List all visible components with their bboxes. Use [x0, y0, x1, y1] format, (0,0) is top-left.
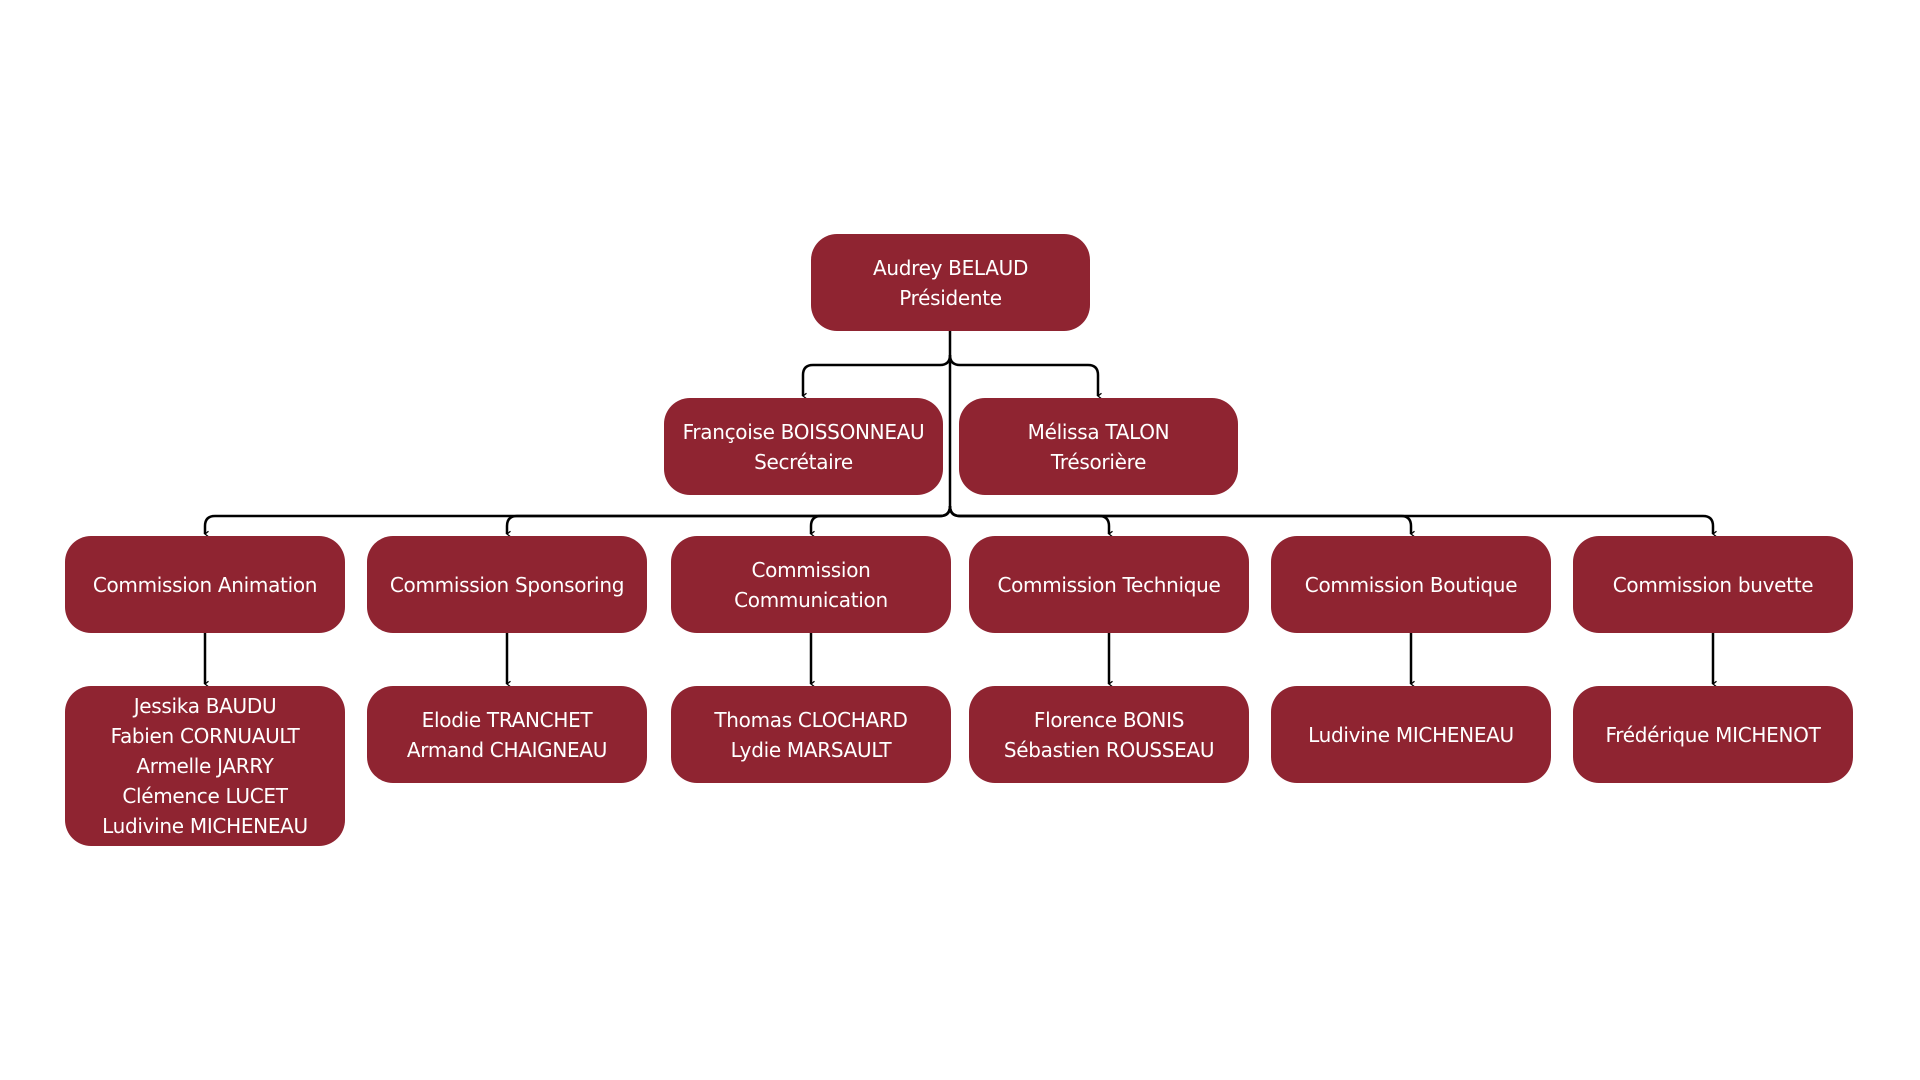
member-name: Florence BONIS [1033, 707, 1185, 732]
branch-secretary [801, 354, 952, 400]
treasurer-box: Mélissa TALON Trésorière [959, 398, 1238, 495]
members-box: Thomas CLOCHARD Lydie MARSAULT [671, 686, 951, 783]
member-name: Lydie MARSAULT [730, 737, 892, 762]
commission-title: Commission Animation [92, 572, 318, 597]
branch-commission [948, 505, 1113, 538]
commission-box: Commission Sponsoring [367, 536, 647, 633]
commission-box: Commission buvette [1573, 536, 1853, 633]
member-name: Ludivine MICHENEAU [1308, 722, 1514, 747]
secretary-box: Françoise BOISSONNEAU Secrétaire [664, 398, 943, 495]
commission-box: Commission Technique [969, 536, 1249, 633]
branch-treasurer [948, 354, 1102, 400]
president-role: Présidente [899, 285, 1002, 310]
branch-commission [505, 505, 952, 538]
member-name: Elodie TRANCHET [421, 707, 593, 732]
commission-box: Commission Animation [65, 536, 345, 633]
treasurer-role: Trésorière [1050, 449, 1147, 474]
member-name: Sébastien ROUSSEAU [1003, 737, 1215, 762]
commission-title: Communication [734, 587, 888, 612]
branch-commission [948, 505, 1717, 538]
commission-title: Commission buvette [1612, 572, 1814, 597]
members-box: Ludivine MICHENEAU [1271, 686, 1551, 783]
treasurer-name: Mélissa TALON [1027, 419, 1170, 444]
member-name: Clémence LUCET [122, 784, 288, 808]
members-box: Florence BONIS Sébastien ROUSSEAU [969, 686, 1249, 783]
secretary-role: Secrétaire [754, 449, 853, 474]
commission-title: Commission Sponsoring [389, 572, 625, 597]
members-box: Elodie TRANCHET Armand CHAIGNEAU [367, 686, 647, 783]
member-name: Frédérique MICHENOT [1605, 722, 1821, 747]
commission-box: Commission Boutique [1271, 536, 1551, 633]
commission-title: Commission [751, 557, 871, 582]
member-name: Armand CHAIGNEAU [406, 737, 608, 762]
member-name: Fabien CORNUAULT [110, 724, 300, 748]
branch-commission [809, 505, 952, 538]
member-name: Thomas CLOCHARD [714, 707, 908, 732]
branch-commission [203, 505, 952, 538]
commission-title: Commission Technique [997, 572, 1221, 597]
members-box: Frédérique MICHENOT [1573, 686, 1853, 783]
member-name: Jessika BAUDU [133, 694, 277, 718]
member-name: Armelle JARRY [136, 754, 274, 778]
commission-title: Commission Boutique [1304, 572, 1518, 597]
president-name: Audrey BELAUD [872, 255, 1029, 280]
branch-commission [948, 505, 1415, 538]
secretary-name: Françoise BOISSONNEAU [682, 419, 925, 444]
president-box: Audrey BELAUD Présidente [811, 234, 1090, 331]
member-name: Ludivine MICHENEAU [102, 814, 308, 838]
members-box: Jessika BAUDU Fabien CORNUAULT Armelle JAR… [65, 686, 345, 846]
